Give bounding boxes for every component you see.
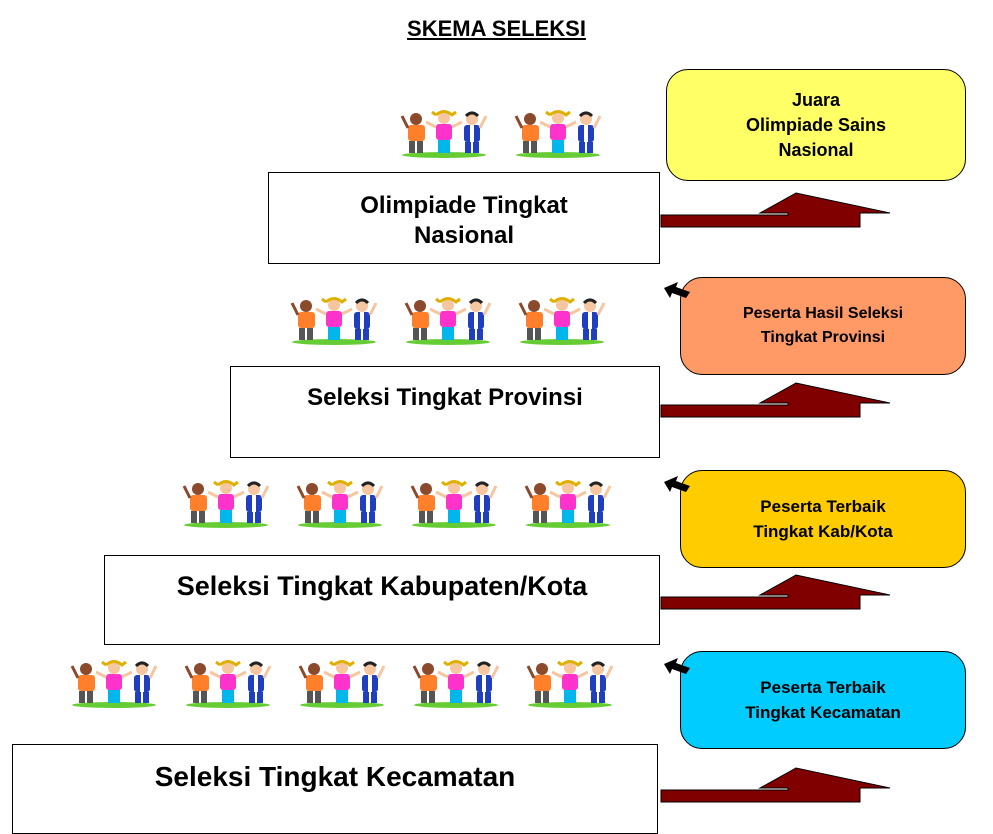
children-group-icon	[70, 658, 158, 708]
children-group-icon	[404, 295, 492, 345]
pointer-arrow-icon	[664, 658, 690, 674]
stage-label: Seleksi Tingkat Kecamatan	[154, 761, 516, 792]
arrow-up-kabupaten	[660, 574, 891, 610]
kids-row-nasional	[400, 108, 602, 158]
result-label: Peserta Hasil Seleksi Tingkat Provinsi	[742, 305, 904, 346]
result-box-kabkota: Peserta Terbaik Tingkat Kab/Kota	[680, 470, 966, 568]
stage-box-provinsi: Seleksi Tingkat Provinsi	[230, 366, 660, 458]
result-label: Peserta Terbaik Tingkat Kab/Kota	[753, 497, 893, 541]
result-box-juara: Juara Olimpiade Sains Nasional	[666, 69, 966, 181]
children-group-icon	[410, 478, 498, 528]
children-group-icon	[524, 478, 612, 528]
children-group-icon	[412, 658, 500, 708]
children-group-icon	[184, 658, 272, 708]
diagram-title: SKEMA SELEKSI	[407, 16, 586, 41]
children-group-icon	[290, 295, 378, 345]
stage-box-kecamatan: Seleksi Tingkat Kecamatan	[12, 744, 658, 834]
arrow-up-kecamatan	[660, 767, 891, 803]
arrow-up-provinsi	[660, 382, 891, 418]
children-group-icon	[296, 478, 384, 528]
kids-row-kecamatan	[70, 658, 614, 708]
children-group-icon	[298, 658, 386, 708]
pointer-arrow-icon	[664, 476, 690, 492]
stage-label: Seleksi Tingkat Kabupaten/Kota	[176, 571, 588, 601]
children-group-icon	[526, 658, 614, 708]
pointer-arrow-icon	[664, 282, 690, 298]
stage-box-nasional: Olimpiade Tingkat Nasional	[268, 172, 660, 264]
stage-label: Seleksi Tingkat Provinsi	[307, 384, 583, 411]
children-group-icon	[518, 295, 606, 345]
stage-box-kabupaten: Seleksi Tingkat Kabupaten/Kota	[104, 555, 660, 645]
result-box-provinsi: Peserta Hasil Seleksi Tingkat Provinsi	[680, 277, 966, 375]
arrow-up-nasional	[660, 192, 891, 228]
children-group-icon	[514, 108, 602, 158]
kids-row-kabupaten	[182, 478, 612, 528]
stage-label: Olimpiade Tingkat Nasional	[360, 192, 568, 249]
children-group-icon	[182, 478, 270, 528]
result-label: Peserta Terbaik Tingkat Kecamatan	[745, 678, 901, 722]
result-box-kecamatan: Peserta Terbaik Tingkat Kecamatan	[680, 651, 966, 749]
children-group-icon	[400, 108, 488, 158]
kids-row-provinsi	[290, 295, 606, 345]
result-label: Juara Olimpiade Sains Nasional	[745, 89, 887, 160]
